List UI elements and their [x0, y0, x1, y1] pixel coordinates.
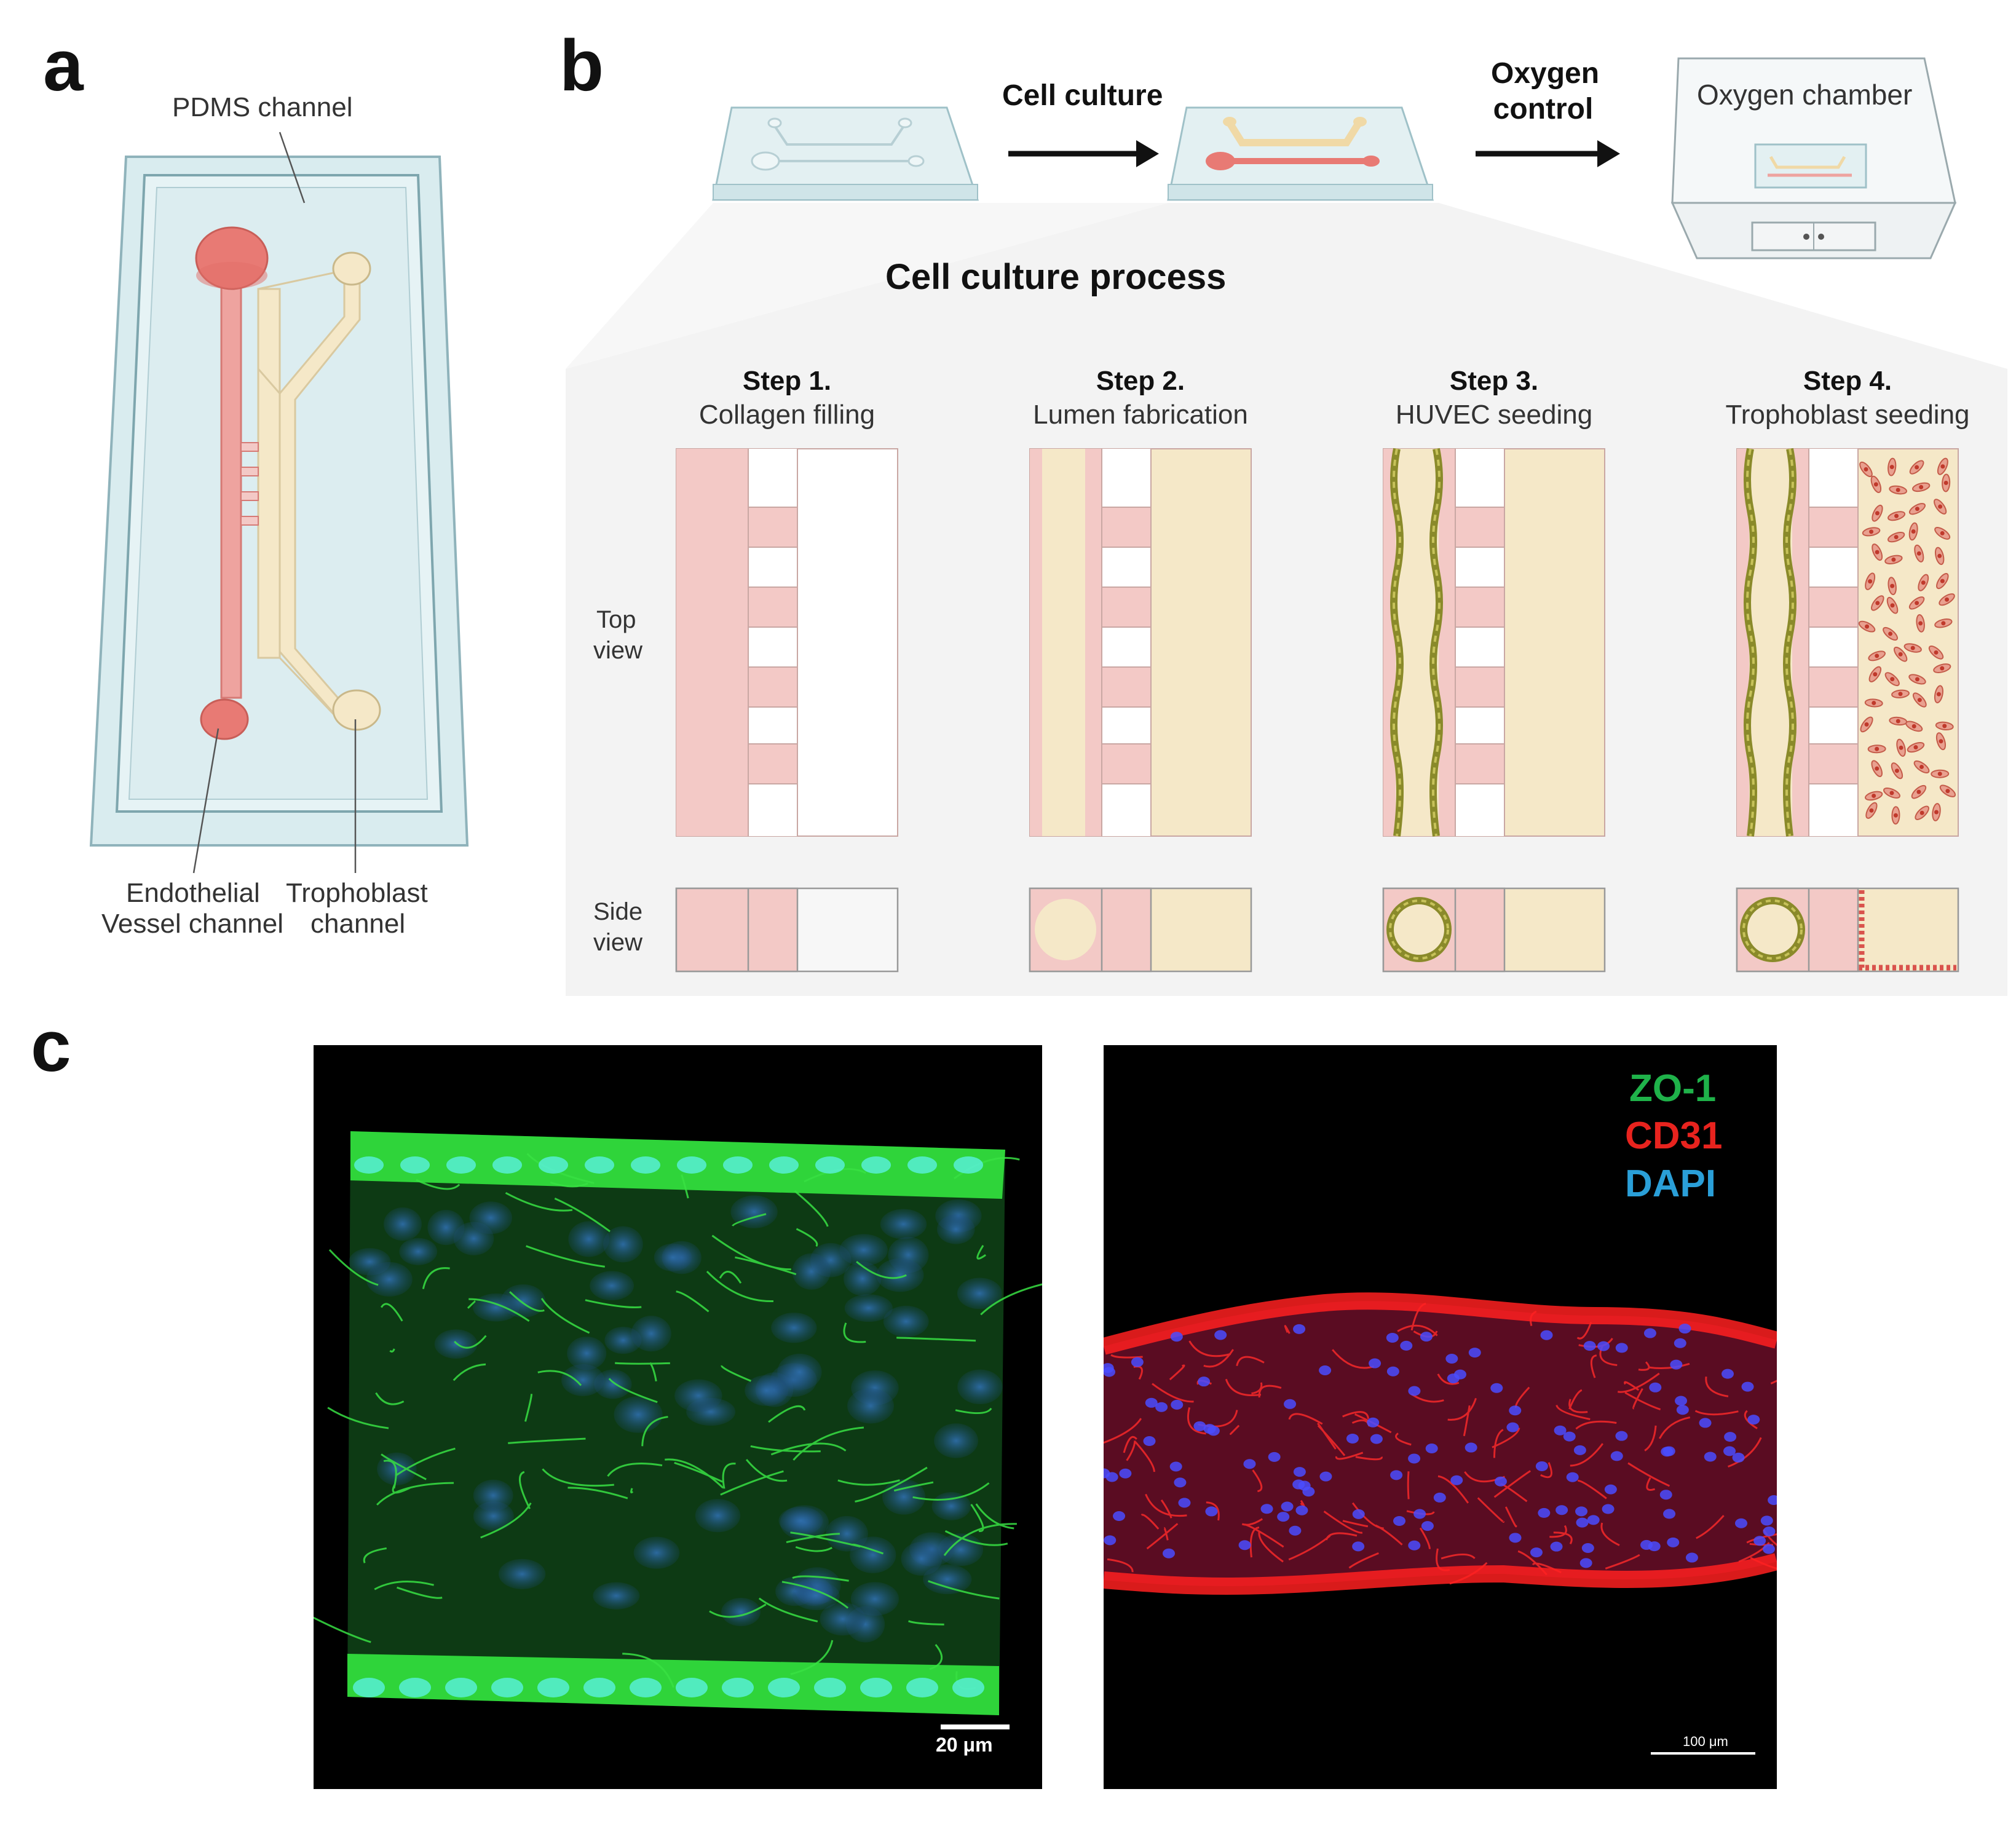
- micrograph-cd31: ZO-1 CD31 DAPI 100 μm: [1104, 1045, 1777, 1789]
- top-view-label-line1: Top: [596, 606, 636, 633]
- trophoblast-label-line2: channel: [310, 909, 406, 939]
- scale-bar-right: [1651, 1752, 1755, 1755]
- step2-side-view: [1029, 887, 1252, 973]
- legend-cd31: CD31: [1625, 1115, 1723, 1157]
- side-view-label-line1: Side: [593, 898, 643, 925]
- trophoblast-label-line1: Trophoblast: [286, 878, 428, 908]
- vessel-channel: [220, 278, 242, 699]
- panel-b-drawing: [566, 57, 2007, 996]
- top-view-label-line2: view: [593, 637, 643, 664]
- scale-label-left: 20 μm: [936, 1734, 993, 1756]
- trophoblast-inlet: [332, 251, 371, 286]
- step4-title: Step 4.: [1803, 366, 1892, 396]
- scale-bar-left: [941, 1724, 1010, 1729]
- pdms-channel-label: PDMS channel: [172, 92, 353, 122]
- step3-side-view: [1382, 887, 1606, 973]
- trophoblast-outlet: [332, 689, 381, 731]
- legend-zo1: ZO-1: [1629, 1067, 1717, 1110]
- endothelial-label-line2: Vessel channel: [101, 909, 283, 939]
- endothelial-label-line1: Endothelial: [126, 878, 260, 908]
- step1-top-view: [676, 448, 898, 837]
- step2-top-view: [1029, 448, 1252, 837]
- step3-top-view: [1383, 448, 1605, 837]
- oxygen-chamber-label: Oxygen chamber: [1697, 79, 1913, 111]
- step4-side-view: [1736, 887, 1959, 973]
- zoom-fan: [566, 203, 2007, 996]
- micrograph-zo1: 20 μm: [314, 1045, 1042, 1789]
- step1-title: Step 1.: [742, 366, 832, 396]
- panel-a-chip-drawing: [89, 132, 469, 874]
- arrow-oxygen-label-line1: Oxygen: [1491, 57, 1600, 90]
- trophoblast-cells: [1858, 457, 1956, 825]
- arrow-cell-culture-label: Cell culture: [1002, 79, 1163, 112]
- legend-dapi: DAPI: [1625, 1163, 1717, 1205]
- step1-side-view: [675, 887, 899, 973]
- step3-subtitle: HUVEC seeding: [1395, 400, 1593, 430]
- process-title: Cell culture process: [885, 257, 1227, 297]
- step4-subtitle: Trophoblast seeding: [1725, 400, 1970, 430]
- panel-letter-a: a: [43, 25, 84, 106]
- side-view-label-line2: view: [593, 929, 643, 956]
- step4-top-view: [1736, 448, 1959, 837]
- step1-subtitle: Collagen filling: [698, 400, 876, 430]
- arrow-oxygen-label-line2: control: [1493, 93, 1594, 125]
- vessel-outlet: [200, 698, 249, 740]
- panel-letter-c: c: [31, 1006, 71, 1087]
- step3-title: Step 3.: [1449, 366, 1539, 396]
- step2-title: Step 2.: [1096, 366, 1185, 396]
- scale-label-right: 100 μm: [1683, 1734, 1728, 1749]
- panel-letter-b: b: [559, 25, 604, 106]
- step2-subtitle: Lumen fabrication: [1033, 400, 1248, 430]
